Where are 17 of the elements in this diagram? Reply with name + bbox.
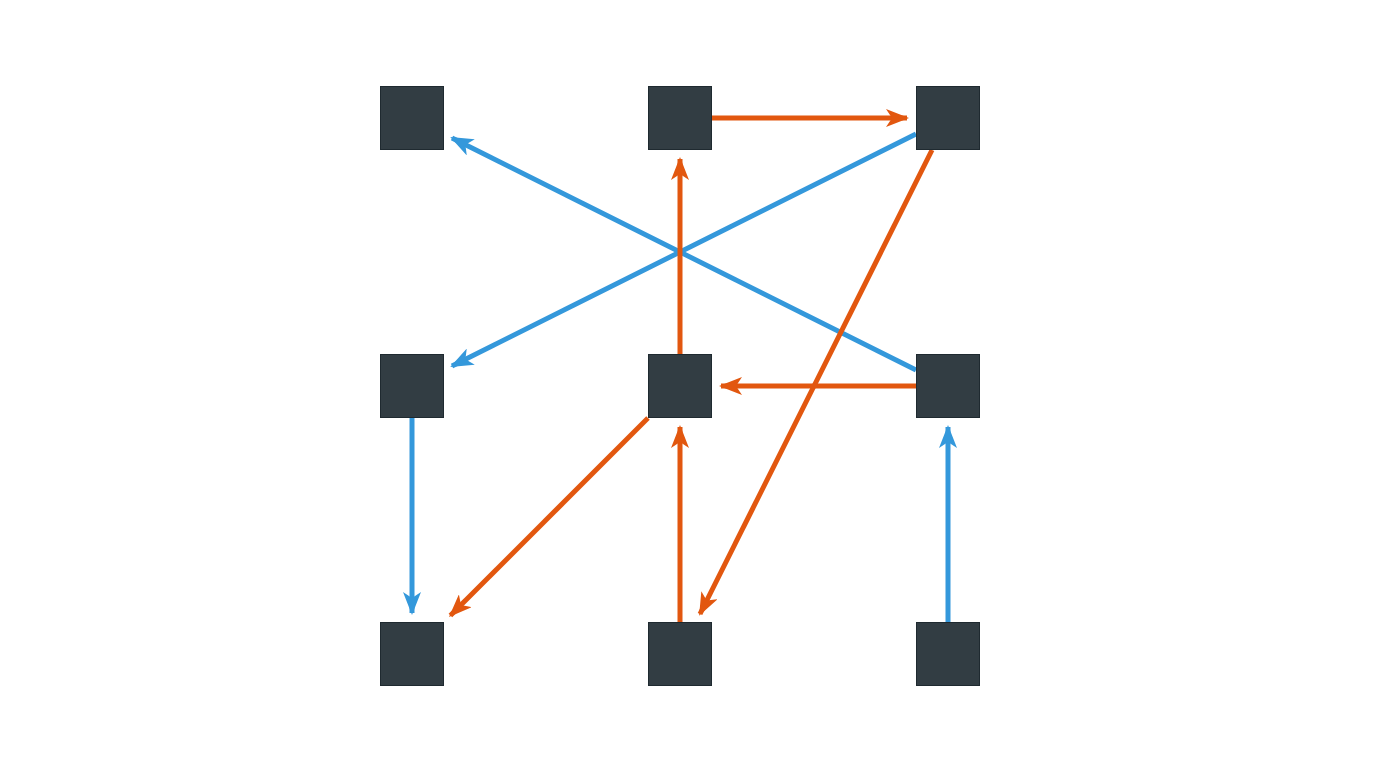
arrow (403, 418, 421, 615)
square-node (916, 86, 980, 150)
arrow (448, 416, 650, 618)
square-node (380, 86, 444, 150)
square-node (380, 622, 444, 686)
arrow (671, 425, 689, 622)
arrow (719, 377, 916, 395)
arrow (697, 148, 935, 616)
square-node (380, 354, 444, 418)
arrow (939, 425, 957, 622)
arrow (712, 109, 909, 127)
square-node (916, 622, 980, 686)
square-node (648, 622, 712, 686)
square-node (648, 86, 712, 150)
arrow (671, 157, 689, 354)
square-node (648, 354, 712, 418)
square-node (916, 354, 980, 418)
